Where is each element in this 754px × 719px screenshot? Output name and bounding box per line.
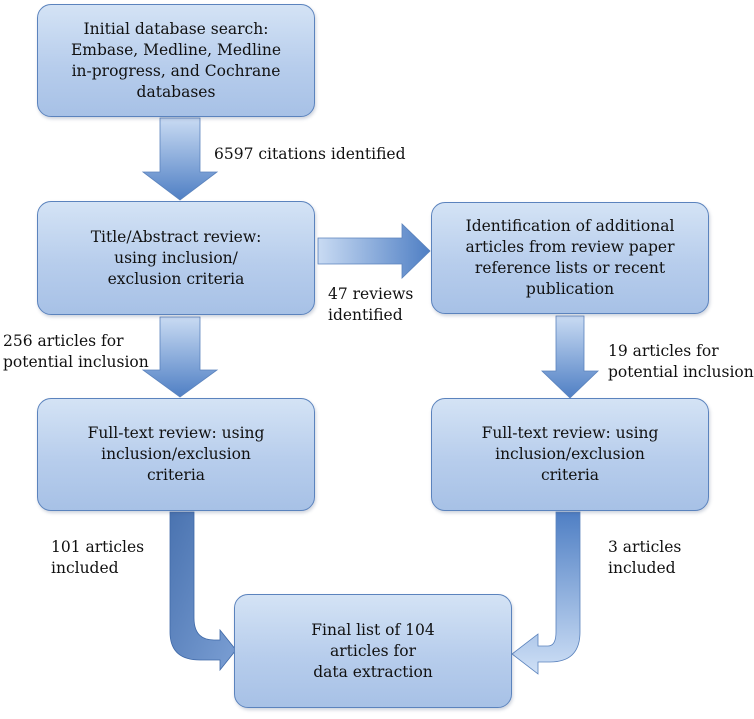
initial-search-line-2: Embase, Medline, Medline — [70, 40, 282, 59]
title-abstract-line-3: exclusion criteria — [107, 269, 245, 288]
title-abstract-line-1: Title/Abstract review: — [90, 227, 262, 246]
label-reviews-identified: 47 reviews identified — [328, 284, 413, 326]
additional-line-3: reference lists or recent — [474, 259, 666, 277]
label-potential-left-line-1: 256 articles for — [3, 332, 124, 350]
fulltext-left-line-1: Full-text review: using — [87, 424, 265, 442]
arrow-title-to-additional — [317, 223, 431, 279]
additional-line-4: publication — [525, 280, 615, 298]
label-reviews-line-1: 47 reviews — [328, 285, 414, 303]
label-included-left-line-1: 101 articles — [51, 538, 145, 556]
label-reviews-line-2: identified — [328, 306, 403, 324]
fulltext-right-box: Full-text review: using inclusion/exclus… — [431, 398, 709, 511]
fulltext-right-line-1: Full-text review: using — [481, 424, 659, 442]
arrow-additional-to-fulltext-right — [541, 315, 599, 399]
fulltext-left-box: Full-text review: using inclusion/exclus… — [37, 398, 315, 511]
label-citations-identified: 6597 citations identified — [214, 144, 406, 165]
initial-search-line-1: Initial database search: — [83, 19, 269, 38]
initial-search-line-4: databases — [136, 82, 216, 101]
additional-line-2: articles from review paper — [465, 238, 675, 256]
fulltext-left-line-2: inclusion/exclusion — [101, 445, 251, 463]
label-included-right-line-2: included — [608, 559, 676, 577]
arrow-fulltext-left-to-final — [169, 511, 237, 672]
label-potential-right-line-2: potential inclusion — [608, 363, 754, 381]
label-potential-left: 256 articles for potential inclusion — [3, 331, 149, 373]
title-abstract-line-2: using inclusion/ — [114, 248, 238, 267]
label-included-left: 101 articles included — [51, 537, 144, 579]
arrow-initial-to-title — [141, 117, 219, 201]
fulltext-right-line-3: criteria — [540, 466, 600, 484]
fulltext-right-line-2: inclusion/exclusion — [495, 445, 645, 463]
title-abstract-box: Title/Abstract review: using inclusion/ … — [37, 201, 315, 315]
label-included-right-line-1: 3 articles — [608, 538, 682, 556]
label-included-right: 3 articles included — [608, 537, 681, 579]
label-potential-left-line-2: potential inclusion — [3, 353, 149, 371]
label-potential-right-line-1: 19 articles for — [608, 342, 719, 360]
label-included-left-line-2: included — [51, 559, 119, 577]
initial-search-line-3: in-progress, and Cochrane — [71, 61, 281, 80]
additional-articles-box: Identification of additional articles fr… — [431, 202, 709, 314]
final-list-line-1: Final list of 104 — [311, 620, 435, 639]
label-citations-line-1: 6597 citations identified — [214, 145, 406, 163]
additional-line-1: Identification of additional — [465, 217, 675, 235]
fulltext-left-line-3: criteria — [146, 466, 206, 484]
final-list-line-3: data extraction — [313, 662, 433, 681]
final-list-line-2: articles for — [329, 641, 416, 660]
arrow-title-to-fulltext-left — [141, 316, 219, 398]
label-potential-right: 19 articles for potential inclusion — [608, 341, 754, 383]
initial-search-box: Initial database search: Embase, Medline… — [37, 4, 315, 117]
arrow-fulltext-right-to-final — [511, 511, 581, 675]
final-list-box: Final list of 104 articles for data extr… — [234, 594, 512, 708]
